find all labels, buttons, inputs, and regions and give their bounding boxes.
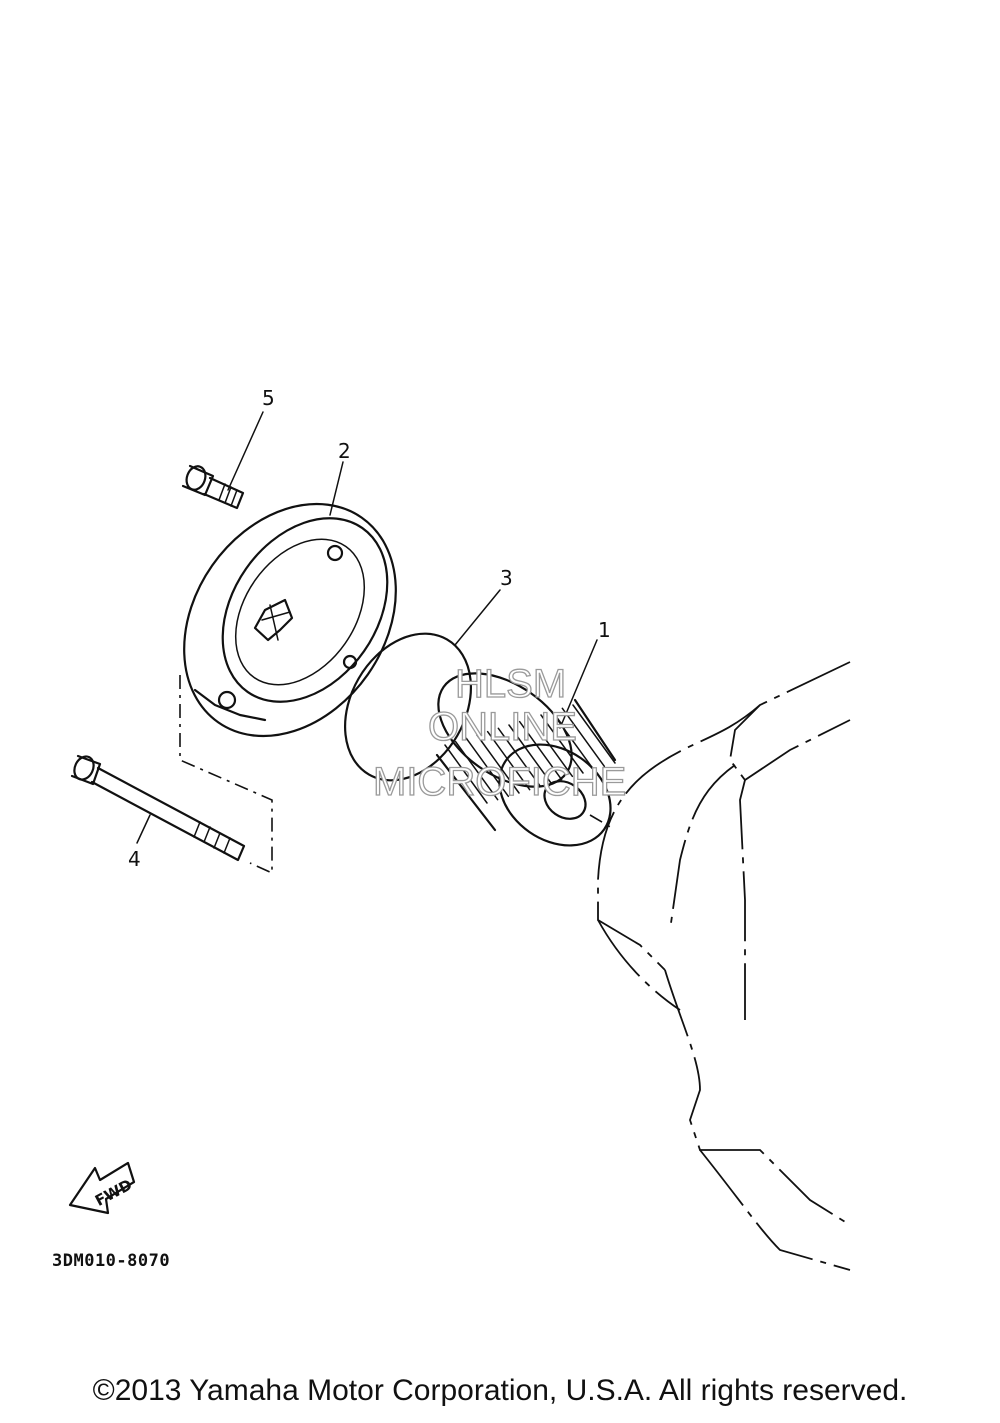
crankcase-outline bbox=[597, 661, 851, 1271]
callout-5: 5 bbox=[262, 386, 275, 410]
filter-pleat bbox=[508, 724, 552, 784]
fwd-arrow-icon: FWD bbox=[68, 1161, 135, 1215]
oil-filter-cover bbox=[183, 502, 397, 738]
watermark-line-3: MICROFICHE bbox=[373, 760, 626, 804]
filter-pleat bbox=[550, 710, 595, 771]
filter-pleat bbox=[572, 704, 616, 764]
callout-4: 4 bbox=[128, 847, 141, 871]
callout-2: 2 bbox=[338, 439, 351, 463]
filter-pleat bbox=[518, 720, 563, 781]
filter-pleat bbox=[561, 707, 606, 768]
watermark-line-2: ONLINE bbox=[428, 705, 577, 749]
oil-filter-element bbox=[435, 672, 617, 847]
filter-pleat bbox=[454, 740, 499, 801]
watermark: HLSM ONLINE MICROFICHE bbox=[372, 661, 627, 804]
part-code: 3DM010-8070 bbox=[52, 1251, 170, 1271]
callout-1: 1 bbox=[598, 618, 611, 642]
filter-pleat bbox=[444, 744, 488, 804]
o-ring bbox=[343, 632, 473, 782]
watermark-line-1: HLSM bbox=[455, 662, 566, 706]
alignment-lines bbox=[179, 675, 613, 875]
short-bolt bbox=[181, 464, 245, 510]
callout-3: 3 bbox=[500, 566, 513, 590]
leader-lines bbox=[136, 411, 598, 844]
filter-pleat bbox=[476, 734, 520, 794]
filter-pleat bbox=[497, 727, 542, 788]
long-bolt bbox=[70, 754, 246, 862]
filter-pleat bbox=[486, 730, 531, 791]
copyright-notice: ©2013 Yamaha Motor Corporation, U.S.A. A… bbox=[92, 1374, 908, 1407]
filter-pleat bbox=[529, 717, 574, 778]
filter-pleat bbox=[540, 714, 584, 774]
fwd-label: FWD bbox=[92, 1176, 135, 1210]
filter-pleat bbox=[465, 737, 510, 798]
